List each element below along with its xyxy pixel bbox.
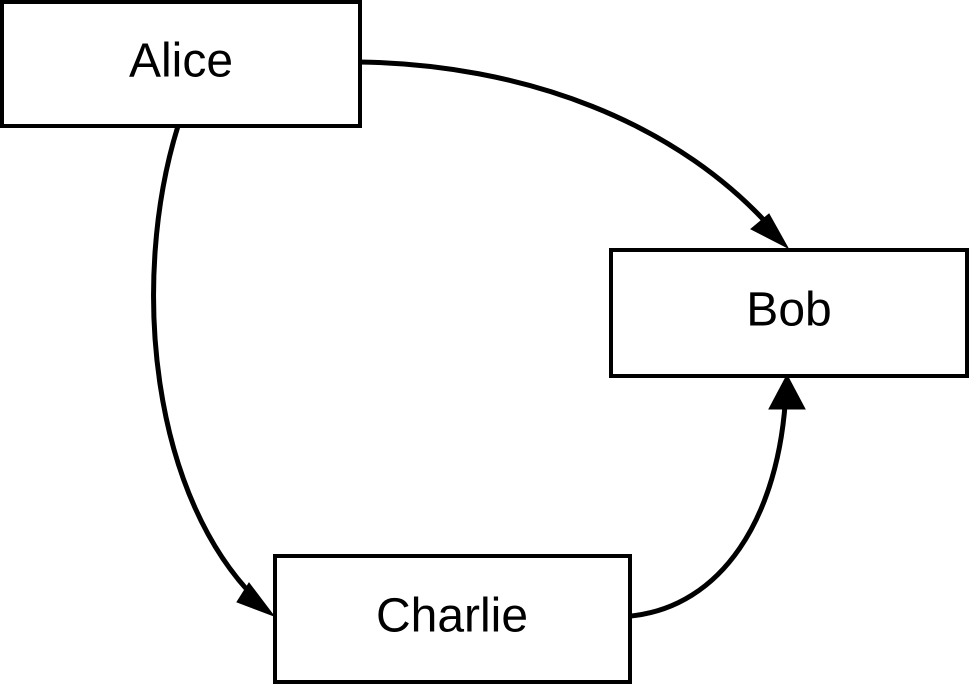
edge-alice-to-charlie[interactable]	[151, 125, 276, 618]
node-alice[interactable]: Alice	[0, 0, 362, 128]
node-bob-box[interactable]	[609, 248, 969, 378]
edge-alice-to-bob-arrowhead-icon	[750, 213, 790, 250]
node-bob[interactable]: Bob	[609, 248, 969, 378]
edge-alice-to-charlie-line	[151, 125, 264, 607]
node-charlie-label: Charlie	[376, 590, 528, 643]
node-bob-label: Bob	[746, 284, 831, 337]
edge-alice-to-bob-line	[358, 59, 781, 239]
node-alice-label: Alice	[129, 35, 233, 88]
edge-charlie-to-bob-arrowhead-icon	[768, 373, 806, 410]
edge-alice-to-bob[interactable]	[358, 59, 790, 250]
node-charlie[interactable]: Charlie	[273, 554, 632, 684]
node-charlie-box[interactable]	[273, 554, 632, 684]
node-alice-box[interactable]	[0, 0, 362, 128]
edge-charlie-to-bob[interactable]	[630, 373, 806, 619]
edge-alice-to-charlie-arrowhead-icon	[236, 582, 276, 618]
edge-charlie-to-bob-line	[630, 389, 789, 619]
